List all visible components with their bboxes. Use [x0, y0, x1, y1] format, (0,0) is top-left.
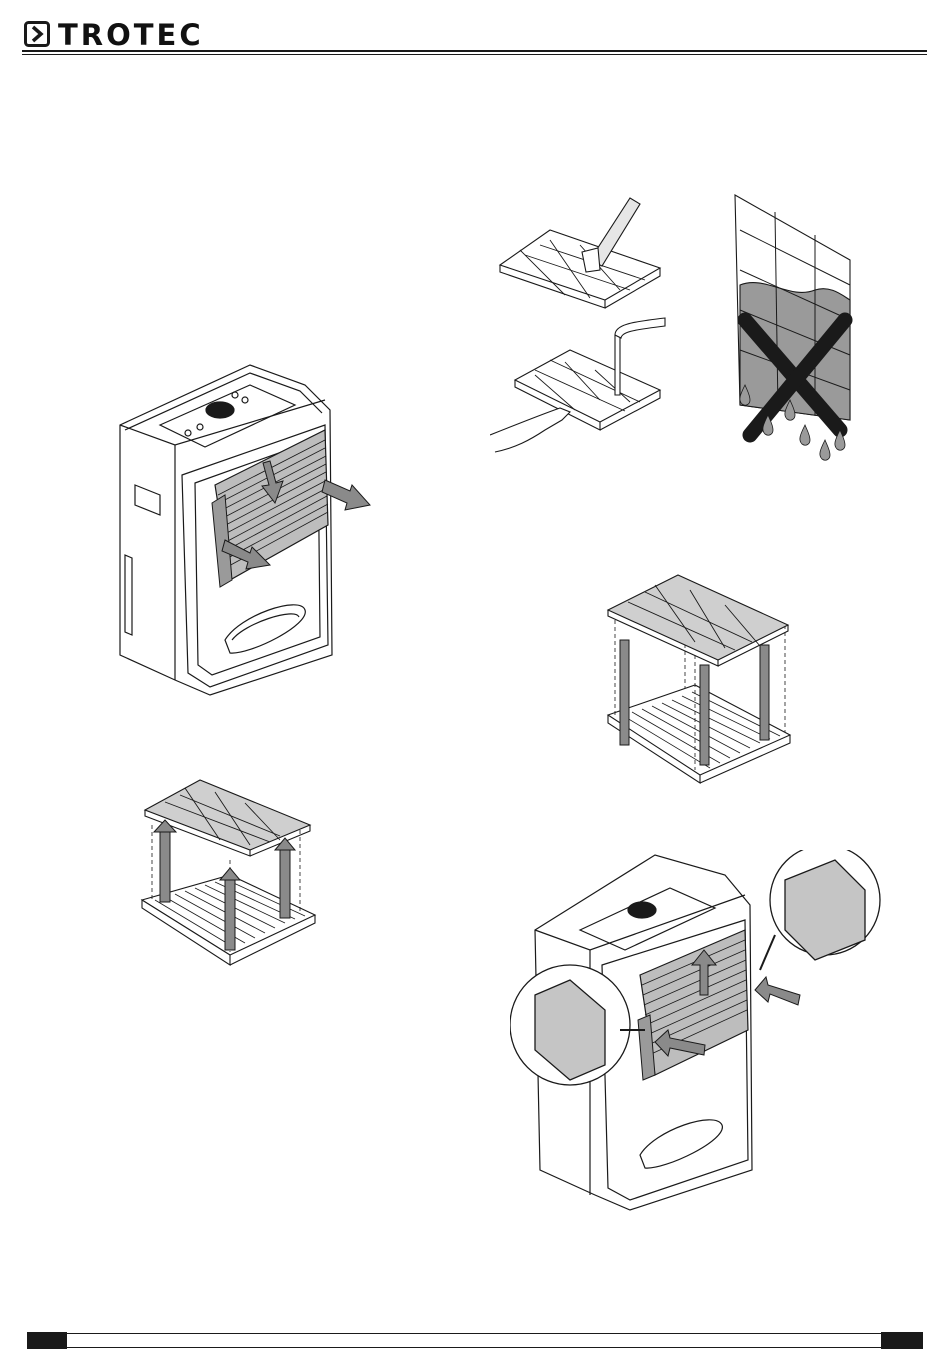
place-filter-on-grille-figure — [600, 570, 800, 785]
footer-left-block — [27, 1332, 67, 1349]
vacuum-and-rinse-filter-figure — [490, 190, 670, 460]
do-not-wash-wet-filter-figure — [720, 190, 865, 465]
header-rule — [22, 50, 927, 52]
footer-bar — [27, 1332, 923, 1349]
remove-front-grille-figure — [100, 355, 380, 710]
brand-name: TROTEC — [58, 18, 204, 52]
reinsert-front-grille-figure — [510, 850, 890, 1220]
footer-right-block — [881, 1332, 923, 1349]
lift-filter-off-grille-figure — [130, 770, 325, 970]
footer-rule — [67, 1333, 881, 1348]
header-rule-thin — [22, 54, 927, 55]
brand-logo-icon — [24, 21, 50, 47]
